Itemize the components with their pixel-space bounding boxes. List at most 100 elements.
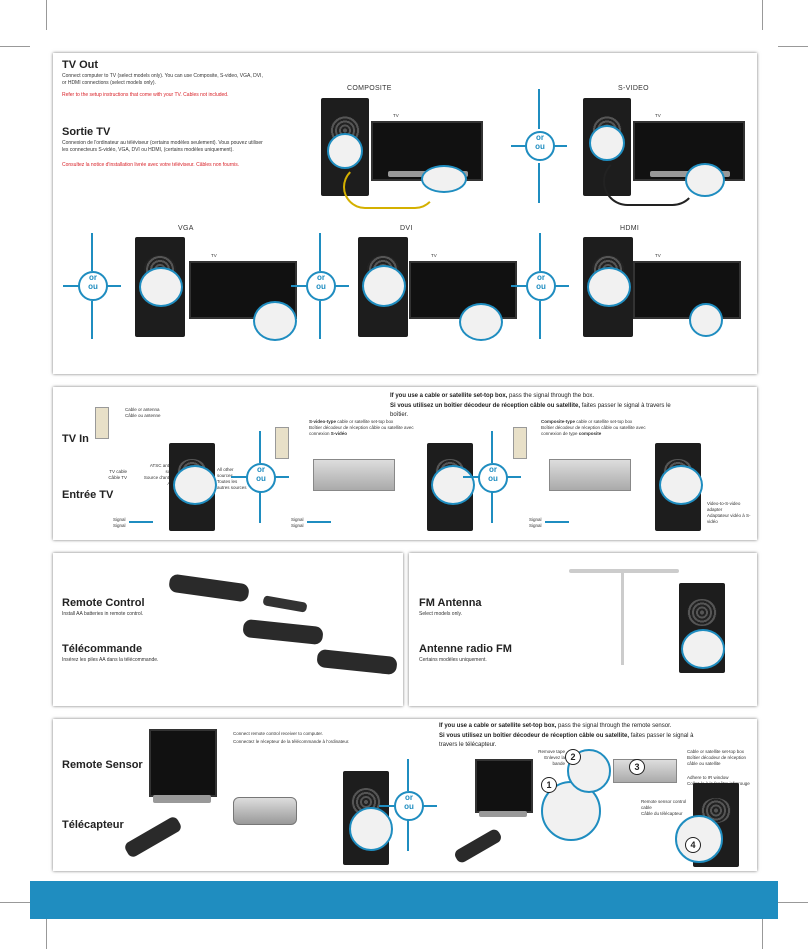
sensor-cable-label: Remote sensor control cable Câble du tél…: [641, 799, 687, 816]
signal-arrow: [307, 521, 331, 523]
crop-mark: [0, 902, 30, 903]
remove-tape-label: Remove tape Enlevez la bande: [538, 749, 565, 766]
signal-label: Signal Signal: [113, 517, 126, 528]
remote-closed-image: [316, 648, 398, 676]
telecommande-desc: Insérez les piles AA dans la télécommand…: [62, 657, 159, 663]
fm-port-zoom: [681, 629, 725, 669]
tv-out-title: TV Out: [62, 59, 99, 71]
tv-label: TV: [431, 253, 437, 258]
tv-in-header-fr-bold: Si vous utilisez un boîtier décodeur de …: [390, 403, 581, 409]
entree-tv-title: Entrée TV: [62, 489, 114, 501]
composite-port-zoom: [327, 133, 363, 169]
vga-label: VGA: [178, 225, 194, 232]
battery-cover-image: [262, 595, 308, 613]
vga-port-zoom: [139, 267, 183, 307]
tv-label: TV: [393, 113, 399, 118]
wall-outlet: [95, 407, 109, 439]
crop-mark: [778, 902, 808, 903]
crop-mark: [46, 0, 47, 30]
remote-back-image: [168, 573, 250, 603]
crop-mark: [46, 918, 47, 949]
remote-control-desc: Install AA batteries in remote control.: [62, 611, 144, 617]
monitor-image: [475, 759, 533, 813]
tv-in-header-en-bold: If you use a cable or satellite set-top …: [390, 393, 508, 399]
composite-cable: [343, 165, 437, 209]
divider-line: [491, 491, 493, 523]
tv-cable-label: TV cable Câble TV: [108, 469, 127, 480]
divider-line: [539, 233, 541, 271]
tv-screen: [633, 261, 741, 319]
remote-image: [123, 815, 183, 859]
wall-outlet: [275, 427, 289, 459]
tv-in-header-en-rest: pass the signal through the box.: [507, 393, 595, 399]
divider-line: [319, 233, 321, 271]
monitor-stand: [153, 795, 211, 803]
tv-in-port-zoom: [173, 465, 217, 505]
step-1-badge: 1: [541, 777, 557, 793]
adapter-label: Video-to-S-video adapter Adaptateur vidé…: [707, 501, 751, 524]
svideo-type-label: S-video-type cable or satellite set-top …: [309, 419, 414, 436]
signal-label: Signal Signal: [291, 517, 304, 528]
dvi-label: DVI: [400, 225, 413, 232]
divider-line: [91, 301, 93, 339]
crop-mark: [762, 0, 763, 30]
dvi-port-zoom: [362, 265, 406, 307]
tv-out-note: Refer to the setup instructions that com…: [62, 92, 229, 98]
antenne-radio-desc: Certains modèles uniquement.: [419, 657, 487, 663]
divider-line: [91, 233, 93, 271]
tv-out-panel: TV Out Connect computer to TV (select mo…: [53, 53, 757, 374]
tv-in-header-fr-rest: faites passer le signal à travers le boî…: [390, 403, 671, 418]
telecapteur-title: Télécapteur: [62, 819, 124, 831]
divider-line: [259, 431, 261, 463]
connect-receiver-fr: Connectez le récepteur de la télécommand…: [233, 739, 350, 744]
signal-arrow: [129, 521, 153, 523]
remote-open-image: [242, 618, 324, 646]
usb-port-zoom: [349, 807, 393, 851]
step-2-badge: 2: [565, 749, 581, 765]
sortie-tv-title: Sortie TV: [62, 126, 111, 138]
receiver-image: [233, 797, 297, 825]
crop-mark: [762, 918, 763, 949]
fm-antenna-lead: [621, 573, 624, 665]
tv-label: TV: [655, 253, 661, 258]
set-top-box: [549, 459, 631, 491]
all-other-label: All other sources Toutes les autres sour…: [217, 467, 247, 490]
connect-receiver-en: Connect remote control receiver to compu…: [233, 731, 324, 736]
remote-control-panel: Remote Control Install AA batteries in r…: [53, 553, 403, 706]
monitor-stand: [479, 811, 527, 817]
remote-image: [452, 827, 504, 865]
footer-bar: [30, 881, 778, 919]
divider-line: [319, 301, 321, 339]
tv-in-header-fr: Si vous utilisez un boîtier décodeur de …: [390, 402, 680, 420]
settop-label: Cable or satellite set-top box Boîtier d…: [687, 749, 747, 766]
tv-in-header-en: If you use a cable or satellite set-top …: [390, 393, 750, 399]
signal-label: Signal Signal: [529, 517, 542, 528]
sensor-header-en: If you use a cable or satellite set-top …: [439, 723, 672, 729]
remote-sensor-panel: Remote Sensor Télécapteur Connect remote…: [53, 719, 757, 871]
wall-outlet: [513, 427, 527, 459]
sensor-header-fr: Si vous utilisez un boîtier décodeur de …: [439, 733, 694, 748]
composite-type-label: Composite-type cable or satellite set-to…: [541, 419, 646, 436]
cable-antenna-label: Cable or antenna Câble ou antenne: [125, 407, 161, 418]
divider-line: [407, 819, 409, 851]
fm-antenna-desc: Select models only.: [419, 611, 462, 617]
monitor-image: [149, 729, 217, 797]
fm-antenna-image: [569, 569, 679, 573]
crop-mark: [778, 46, 808, 47]
divider-line: [407, 759, 409, 791]
tv-in-panel: If you use a cable or satellite set-top …: [53, 387, 757, 540]
antenne-radio-title: Antenne radio FM: [419, 643, 512, 655]
signal-arrow: [545, 521, 569, 523]
hdmi-tv-port-zoom: [689, 303, 723, 337]
divider-line: [538, 163, 540, 203]
composite-in-port-zoom: [659, 465, 703, 505]
svideo-label: S-VIDEO: [618, 85, 649, 92]
hdmi-label: HDMI: [620, 225, 640, 232]
vga-tv-port-zoom: [253, 301, 297, 341]
